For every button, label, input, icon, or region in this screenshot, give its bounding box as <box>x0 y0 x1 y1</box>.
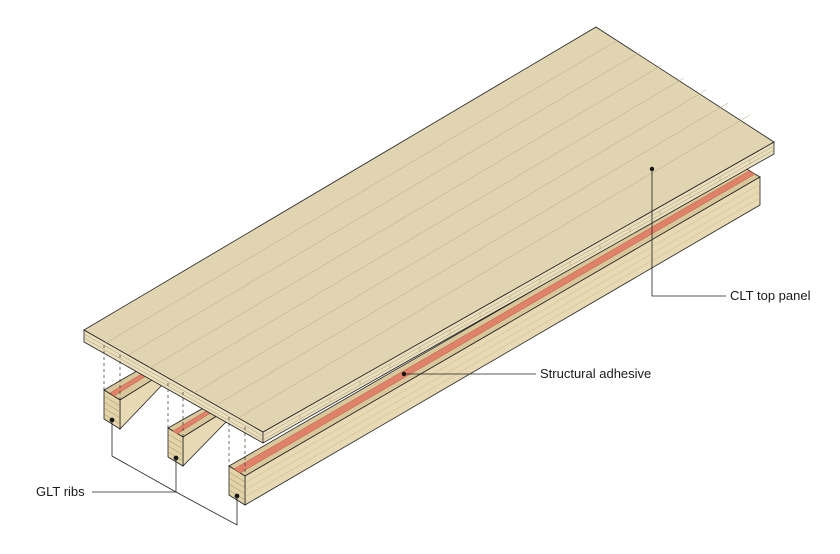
panel-edge-layer-lines <box>83 145 775 441</box>
clt-top-panel <box>83 26 775 444</box>
label-structural-adhesive: Structural adhesive <box>540 366 652 381</box>
panel-top-face <box>83 26 775 433</box>
leader-ribs <box>92 417 240 526</box>
leader-top-panel <box>649 166 726 297</box>
label-clt-top-panel: CLT top panel <box>730 288 811 303</box>
panel-board-lines <box>105 39 751 419</box>
rib-middle-front-face <box>167 427 184 467</box>
leader-adhesive <box>401 371 536 377</box>
panel-edge-cross-layer-ticks <box>299 160 751 419</box>
projection-lines <box>103 345 246 476</box>
rib-front-adhesive-strip <box>233 170 756 474</box>
glt-rib-front <box>228 167 761 506</box>
rib-front-side-grain <box>244 183 761 498</box>
label-glt-ribs: GLT ribs <box>36 484 85 499</box>
rib-back-front-face <box>103 389 121 430</box>
